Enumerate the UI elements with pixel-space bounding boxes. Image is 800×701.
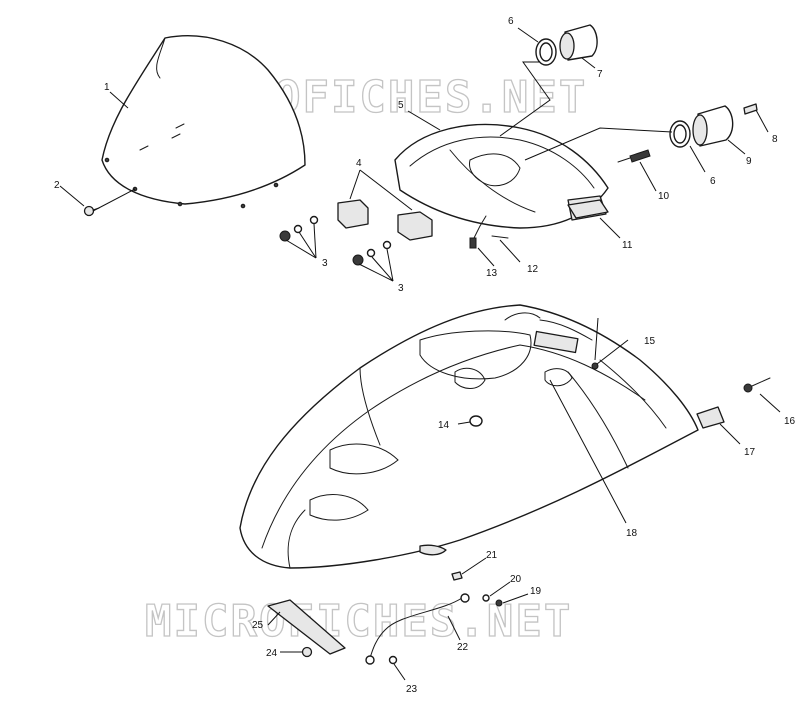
cable-fastener (388, 655, 398, 665)
hood-knob (469, 415, 483, 427)
callout-21: 21 (486, 550, 498, 561)
callout-17: 17 (744, 447, 756, 458)
callout-3-lower: 3 (398, 283, 404, 294)
callout-6-right: 6 (710, 176, 716, 187)
callout-2: 2 (54, 180, 60, 191)
callout-4: 4 (356, 158, 362, 169)
watermark-bottom: MICROFICHES.NET (145, 596, 572, 647)
gauge-right (669, 103, 758, 148)
cable (365, 593, 470, 665)
callout-9: 9 (746, 156, 752, 167)
plate (267, 599, 346, 655)
hood-latch (696, 377, 771, 429)
callout-11: 11 (622, 240, 633, 251)
bracket-hardware-upper (279, 215, 319, 242)
bracket-hardware-lower (352, 240, 392, 266)
callout-3-upper: 3 (322, 258, 328, 269)
callout-22: 22 (457, 642, 469, 653)
hood (239, 304, 699, 569)
callout-16: 16 (784, 416, 796, 427)
callout-15: 15 (644, 336, 656, 347)
callout-13: 13 (486, 268, 498, 279)
callout-20: 20 (510, 574, 522, 585)
callout-10: 10 (658, 191, 670, 202)
callout-7: 7 (597, 69, 603, 80)
connector (617, 149, 651, 163)
windshield-brackets (337, 199, 433, 241)
foam-block (567, 199, 609, 219)
plate-screw (301, 646, 313, 658)
cable-ties (469, 215, 509, 249)
hood-fastener (591, 362, 599, 370)
callout-25: 25 (252, 620, 264, 631)
callout-5: 5 (398, 100, 404, 111)
callout-8: 8 (772, 134, 778, 145)
callout-24: 24 (266, 648, 278, 659)
callout-19: 19 (530, 586, 542, 597)
callout-23: 23 (406, 684, 418, 695)
callout-1: 1 (104, 82, 110, 93)
callout-12: 12 (527, 264, 539, 275)
small-hardware (451, 571, 503, 607)
callout-labels: 1 2 3 3 4 5 6 6 7 8 9 10 11 12 13 14 15 … (54, 16, 796, 695)
windshield (101, 35, 306, 209)
leader-lines (59, 27, 781, 681)
gauge-upper (535, 24, 598, 66)
windshield-screw (83, 205, 100, 217)
callout-14: 14 (438, 420, 450, 431)
callout-18: 18 (626, 528, 638, 539)
callout-6-upper: 6 (508, 16, 514, 27)
